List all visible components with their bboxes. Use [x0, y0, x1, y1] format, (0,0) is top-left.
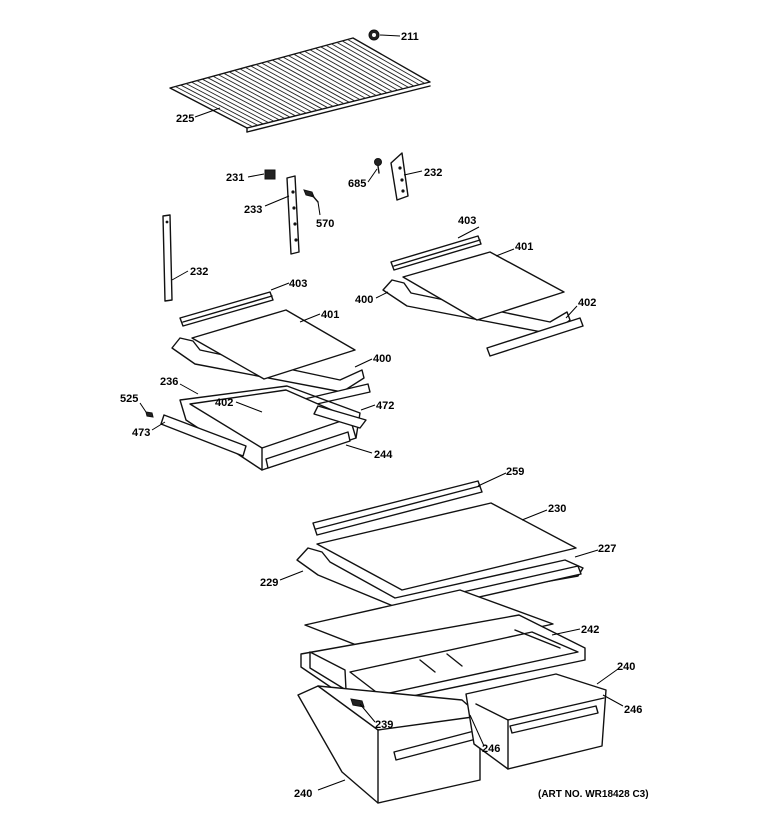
callout-239: 239 [375, 719, 393, 731]
wire-rod [277, 58, 355, 102]
part-211-knob [368, 29, 380, 41]
right-shelf-trim-402 [486, 317, 584, 357]
callout-240-left: 240 [294, 788, 312, 800]
callout-232-left: 232 [190, 266, 208, 278]
wire-rod [250, 65, 328, 109]
wire-rod [196, 80, 275, 122]
wire-rod [342, 40, 420, 86]
callout-400-left: 400 [373, 353, 391, 365]
wire-rod [282, 56, 361, 100]
callout-211: 211 [401, 31, 419, 43]
callout-403-left: 403 [289, 278, 307, 290]
callout-403-right: 403 [458, 215, 476, 227]
leader-lines [139, 34, 624, 791]
callout-230: 230 [548, 503, 566, 515]
wire-rod [272, 59, 350, 103]
wire-rod [320, 46, 398, 91]
crisper-drawer-left-240 [297, 685, 481, 804]
wire-rod [180, 84, 258, 126]
callout-472: 472 [376, 400, 394, 412]
left-shelf-trim-403 [179, 291, 274, 327]
callout-525: 525 [120, 393, 138, 405]
lower-shelf-trim-259 [312, 480, 483, 536]
lower-shelf-glass-230 [316, 502, 577, 591]
callout-231: 231 [226, 172, 244, 184]
wire-rod [228, 71, 307, 114]
left-drawer-side-rail-473 [160, 414, 247, 457]
callout-236: 236 [160, 376, 178, 388]
callout-246-left: 246 [482, 743, 500, 755]
wire-rod [255, 64, 334, 107]
callout-229: 229 [260, 577, 278, 589]
part-232-left-rail [162, 214, 173, 302]
crisper-drawer-right-240 [465, 673, 607, 770]
right-shelf-glass-401 [402, 251, 565, 321]
wire-rod [239, 68, 318, 111]
wire-rod [298, 52, 377, 96]
wire-rod [315, 47, 393, 92]
callout-240-right: 240 [617, 661, 635, 673]
part-233-center-rail [286, 175, 300, 255]
part-232-right-rail [390, 152, 409, 201]
wire-rod [331, 43, 409, 88]
crisper-frame-242 [300, 614, 586, 708]
callout-233: 233 [244, 204, 262, 216]
wire-rod [347, 39, 425, 84]
right-shelf-frame-400 [382, 279, 571, 335]
right-shelf-trim-403 [390, 235, 482, 271]
wire-rod [202, 78, 280, 121]
wire-rod [218, 74, 296, 117]
callout-401-left: 401 [321, 309, 339, 321]
callout-473: 473 [132, 427, 150, 439]
wire-rod [212, 75, 291, 118]
part-225-wire-shelf [169, 37, 431, 133]
callout-400-right: 400 [355, 294, 373, 306]
wire-rod [309, 49, 388, 94]
part-525-screw [145, 411, 154, 418]
wire-rod [185, 83, 264, 125]
callout-227: 227 [598, 543, 616, 555]
callout-259: 259 [506, 466, 524, 478]
part-685-screw [374, 158, 382, 174]
wire-rod [288, 55, 366, 99]
wire-rod [266, 61, 345, 105]
callout-244: 244 [374, 449, 393, 461]
callout-242: 242 [581, 624, 599, 636]
wire-rod [191, 81, 269, 123]
callout-225: 225 [176, 113, 194, 125]
part-231-clip [264, 169, 276, 180]
wire-rod [336, 42, 415, 87]
callout-402-left: 402 [215, 397, 233, 409]
art-number: (ART NO. WR18428 C3) [538, 789, 649, 800]
wire-rod [304, 50, 382, 95]
lower-shelf-frame-229 [296, 547, 584, 609]
callout-labels: 211 225 231 233 570 685 232 232 403 401 … [120, 31, 649, 800]
callout-402-right: 402 [578, 297, 596, 309]
wire-rod [245, 67, 323, 110]
wire-rod [223, 72, 302, 115]
left-drawer-slide-472 [313, 405, 367, 429]
wire-rod [207, 77, 285, 119]
left-shelf-glass-401 [191, 309, 356, 380]
callout-570: 570 [316, 218, 334, 230]
callout-232-right: 232 [424, 167, 442, 179]
callout-246-right: 246 [624, 704, 642, 716]
wire-rod [325, 44, 404, 90]
wire-rod [293, 53, 372, 98]
part-570-screw [303, 189, 319, 203]
wire-rod [234, 69, 312, 113]
callout-401-right: 401 [515, 241, 533, 253]
wire-rod [175, 86, 253, 128]
wire-rod [261, 62, 339, 106]
callout-685: 685 [348, 178, 366, 190]
